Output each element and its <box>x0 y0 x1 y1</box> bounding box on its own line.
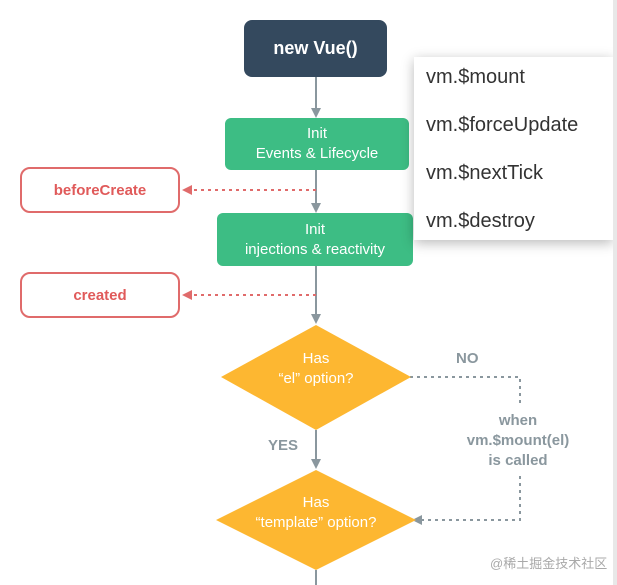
decision-template-line2: “template” option? <box>255 514 377 531</box>
autocomplete-popup-menu[interactable]: vm.$mount vm.$forceUpdate vm.$nextTick v… <box>414 57 613 240</box>
decision-el-line1: Has <box>302 350 330 367</box>
decision-template-line1: Has <box>302 494 330 511</box>
new-vue-node: new Vue() <box>244 20 387 77</box>
menu-item-destroy[interactable]: vm.$destroy <box>426 210 535 232</box>
right-edge-strip <box>613 0 617 585</box>
arrow-when-mount-called <box>412 476 521 525</box>
arrow-decision-no <box>410 376 521 404</box>
init2-line1: Init <box>304 220 325 238</box>
no-branch-label: NO <box>456 350 479 367</box>
watermark: @稀土掘金技术社区 <box>490 556 608 571</box>
decision-el-diamond <box>221 325 411 430</box>
when-line1: when <box>498 412 538 429</box>
when-mount-called-label: when vm.$mount(el) is called <box>442 411 594 471</box>
menu-item-nexttick[interactable]: vm.$nextTick <box>426 162 544 184</box>
init-events-lifecycle-node: Init Events & Lifecycle <box>225 118 409 170</box>
when-line3: is called <box>488 452 548 469</box>
init1-line1: Init <box>306 125 327 142</box>
beforecreate-hook-node: beforeCreate <box>20 167 180 213</box>
created-label: created <box>73 286 127 304</box>
when-line2: vm.$mount(el) <box>466 432 570 449</box>
decision-el-text: Has “el” option? <box>246 349 386 389</box>
init2-line2: injections & reactivity <box>244 240 386 258</box>
decision-el-line2: “el” option? <box>278 370 354 387</box>
beforecreate-label: beforeCreate <box>53 181 147 199</box>
init-injections-reactivity-node: Init injections & reactivity <box>217 213 413 266</box>
decision-template-text: Has “template” option? <box>233 493 399 533</box>
created-hook-node: created <box>20 272 180 318</box>
init1-line2: Events & Lifecycle <box>255 145 379 162</box>
decision-template-diamond <box>216 470 416 570</box>
menu-item-mount[interactable]: vm.$mount <box>426 66 525 88</box>
menu-item-forceupdate[interactable]: vm.$forceUpdate <box>426 114 579 136</box>
yes-branch-label: YES <box>268 437 299 454</box>
new-vue-label: new Vue() <box>273 38 358 58</box>
